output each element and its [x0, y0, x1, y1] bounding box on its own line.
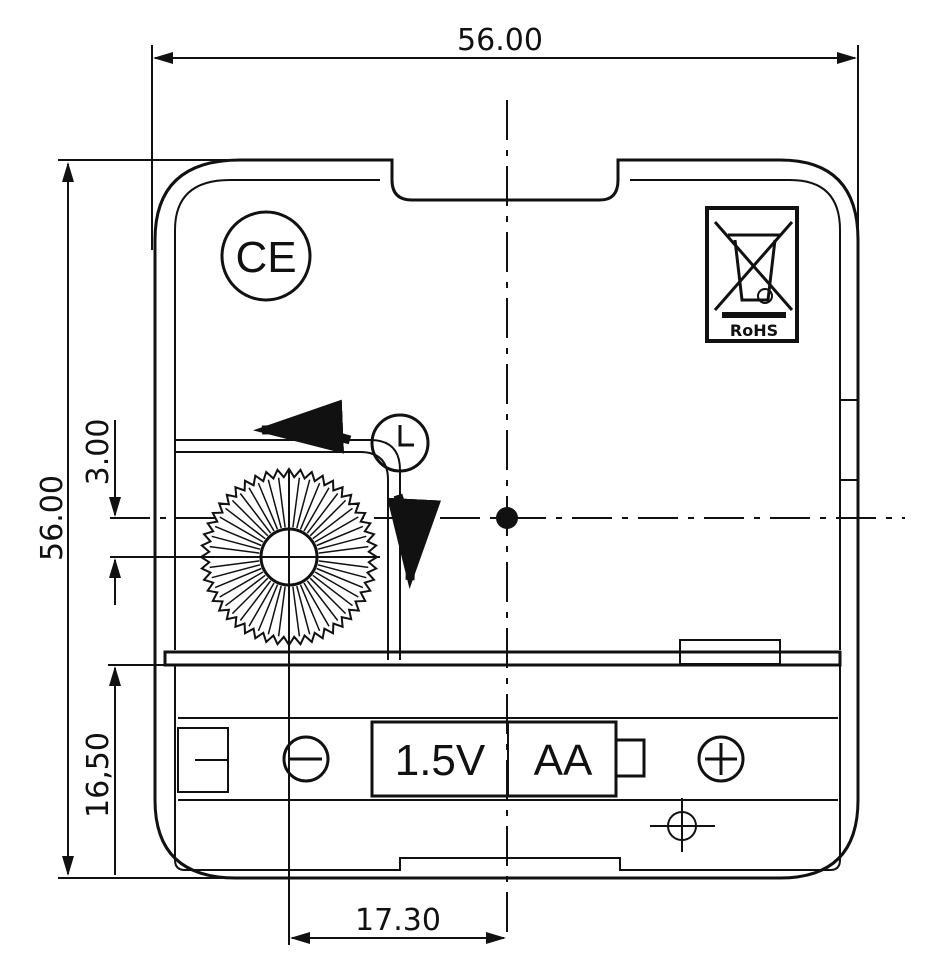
svg-text:17.30: 17.30: [355, 903, 441, 938]
shaft-center-dot: [496, 507, 518, 529]
dimension-shaft-offset: 17.30: [290, 903, 506, 944]
rohs-weee-bin-icon: RoHS: [705, 206, 799, 343]
svg-text:CE: CE: [235, 233, 296, 282]
hanger-hole-icon: [650, 798, 715, 852]
svg-text:56.00: 56.00: [35, 475, 70, 561]
ce-mark-icon: CE: [220, 210, 312, 302]
svg-text:AA: AA: [534, 736, 593, 785]
dimension-offset-vertical: 3.00: [81, 419, 121, 605]
svg-text:3.00: 3.00: [81, 419, 116, 486]
minus-terminal-icon: [282, 735, 330, 783]
dimension-height: 56.00: [35, 159, 240, 879]
rotation-arrow-icon: [387, 493, 441, 589]
rotation-arrow-icon: [253, 399, 352, 454]
dimension-battery-height: 16,50: [81, 664, 175, 875]
svg-text:56.00: 56.00: [457, 23, 543, 58]
dimension-width: 56.00: [151, 23, 859, 250]
clock-icon: [370, 413, 430, 473]
svg-text:RoHS: RoHS: [730, 321, 778, 340]
svg-text:1.5V: 1.5V: [395, 736, 486, 785]
battery-label: 1.5V AA: [370, 720, 646, 798]
plus-terminal-icon: [697, 735, 745, 783]
svg-text:16,50: 16,50: [81, 732, 116, 818]
